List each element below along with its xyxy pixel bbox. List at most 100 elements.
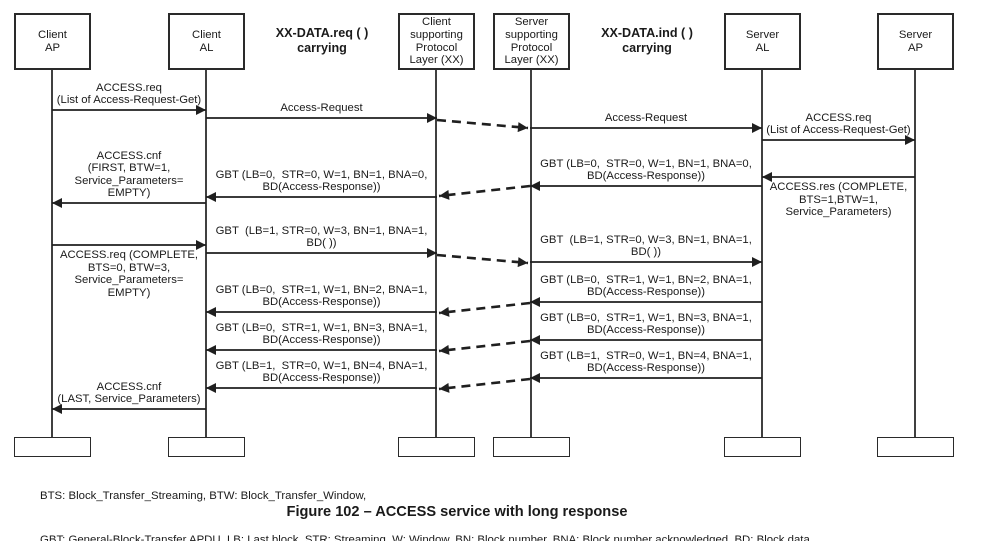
actor-label-line: AP — [44, 41, 61, 54]
message-label-line: (List of Access-Request-Get) — [56, 94, 202, 107]
message-label-line: BD( )) — [630, 246, 662, 259]
message-label: GBT (LB=1, STR=0, W=3, BN=1, BNA=1,BD( )… — [216, 225, 428, 250]
message-label: GBT (LB=1, STR=0, W=1, BN=4, BNA=1,BD(Ac… — [216, 360, 428, 385]
message-label-line: (LAST, Service_Parameters) — [57, 393, 201, 406]
anchor-server-ap — [877, 437, 954, 457]
anchor-server-supporting-protocol-layer — [493, 437, 570, 457]
message-label-line: BTS=1,BTW=1, — [798, 193, 879, 206]
message-label-line: (List of Access-Request-Get) — [766, 124, 911, 137]
message-label: ACCESS.cnf(FIRST, BTW=1,Service_Paramete… — [75, 150, 184, 200]
message-label: GBT (LB=0, STR=0, W=1, BN=1, BNA=0,BD(Ac… — [216, 169, 428, 194]
actor-label-line: Server — [898, 28, 933, 41]
actor-label-line: Server — [514, 15, 549, 28]
message-label-line: GBT (LB=1, STR=0, W=1, BN=4, BNA=1, — [215, 359, 428, 372]
message-label-line: BD(Access-Response)) — [586, 286, 706, 299]
anchor-client-ap — [14, 437, 91, 457]
message-label: ACCESS.res (COMPLETE,BTS=1,BTW=1,Service… — [770, 181, 907, 219]
message-label-line: GBT (LB=0, STR=1, W=1, BN=2, BNA=1, — [215, 283, 428, 296]
message-label-line: ACCESS.req (COMPLETE, — [59, 249, 199, 261]
actor-label-line: Client — [422, 15, 451, 28]
actor-label-line: Client — [38, 28, 67, 41]
message-label-line: Service_Parameters= — [74, 174, 184, 187]
actor-label-line: AP — [907, 41, 924, 54]
dashed-transfer-arrow — [438, 339, 531, 355]
anchor-server-al — [724, 437, 801, 457]
message-label-line: ACCESS.req — [96, 81, 162, 94]
message-label: GBT (LB=0, STR=1, W=1, BN=3, BNA=1,BD(Ac… — [540, 312, 752, 337]
message-label: GBT (LB=0, STR=0, W=1, BN=1, BNA=0,BD(Ac… — [540, 158, 752, 183]
message-label-line: BD(Access-Response)) — [262, 181, 381, 194]
message-label-line: GBT (LB=0, STR=0, W=1, BN=1, BNA=0, — [215, 168, 428, 181]
message-label-line: (FIRST, BTW=1, — [87, 162, 171, 175]
note-line-2: GBT: General-Block-Transfer APDU, LB: La… — [40, 533, 810, 541]
message-label: ACCESS.req(List of Access-Request-Get) — [57, 82, 201, 107]
message-label-line: ACCESS.res (COMPLETE, — [769, 181, 908, 193]
message-label: ACCESS.cnf(LAST, Service_Parameters) — [57, 381, 200, 406]
flow-header-line: carrying — [622, 41, 672, 55]
actor-label-line: Layer (XX) — [504, 54, 559, 67]
message-label-line: BD(Access-Response)) — [586, 324, 706, 337]
abbreviation-notes: BTS: Block_Transfer_Streaming, BTW: Bloc… — [40, 459, 810, 541]
message-label-line: EMPTY) — [107, 187, 151, 200]
dashed-transfer-arrow — [438, 184, 531, 200]
flow-header-xx-data-ind: XX-DATA.ind ( )carrying — [601, 26, 693, 56]
message-label-line: GBT (LB=1, STR=0, W=3, BN=1, BNA=1, — [215, 224, 428, 237]
message-label: GBT (LB=0, STR=1, W=1, BN=3, BNA=1,BD(Ac… — [216, 322, 428, 347]
message-label-line: BD(Access-Response)) — [586, 170, 706, 183]
message-label-line: BD(Access-Response)) — [262, 296, 381, 309]
message-label-line: Access-Request — [280, 102, 363, 115]
message-label: Access-Request — [605, 112, 687, 125]
dashed-transfer-arrow — [436, 118, 529, 133]
diagram-wires — [51, 68, 916, 439]
actor-label-line: Client — [192, 28, 221, 41]
flow-header-line: XX-DATA.req ( ) — [275, 26, 369, 40]
message-label-line: GBT (LB=1, STR=0, W=1, BN=4, BNA=1, — [540, 349, 752, 362]
message-label: GBT (LB=0, STR=1, W=1, BN=2, BNA=1,BD(Ac… — [216, 284, 428, 309]
actor-label-line: supporting — [505, 28, 558, 41]
actor-label-line: Server — [745, 28, 780, 41]
message-label-line: GBT (LB=0, STR=1, W=1, BN=3, BNA=1, — [215, 321, 428, 334]
message-label: ACCESS.req (COMPLETE,BTS=0, BTW=3,Servic… — [60, 249, 198, 299]
dashed-transfer-arrow — [438, 301, 531, 317]
dashed-transfer-arrow — [438, 377, 531, 393]
message-label: Access-Request — [280, 102, 362, 115]
note-line-1: BTS: Block_Transfer_Streaming, BTW: Bloc… — [40, 489, 367, 502]
message-label-line: BD(Access-Response)) — [586, 362, 706, 375]
actor-label-line: AL — [199, 41, 214, 54]
message-label-line: Service_Parameters= — [74, 274, 184, 287]
flow-header-line: carrying — [297, 41, 347, 55]
message-label-line: BTS=0, BTW=3, — [87, 261, 171, 274]
message-label-line: ACCESS.cnf — [96, 380, 162, 393]
message-label-line: BD(Access-Response)) — [262, 372, 381, 385]
anchor-client-supporting-protocol-layer — [398, 437, 475, 457]
message-label-line: GBT (LB=0, STR=1, W=1, BN=2, BNA=1, — [540, 273, 752, 286]
actor-label-line: supporting — [410, 28, 463, 41]
message-label-line: Service_Parameters) — [785, 206, 892, 219]
message-label: GBT (LB=1, STR=0, W=1, BN=4, BNA=1,BD(Ac… — [540, 350, 752, 375]
message-label-line: BD(Access-Response)) — [262, 334, 381, 347]
flow-header-xx-data-req: XX-DATA.req ( )carrying — [276, 26, 369, 56]
message-label-line: GBT (LB=1, STR=0, W=3, BN=1, BNA=1, — [540, 233, 752, 246]
dashed-transfer-arrow — [436, 253, 529, 268]
message-label-line: GBT (LB=0, STR=1, W=1, BN=3, BNA=1, — [540, 311, 752, 324]
message-label: GBT (LB=0, STR=1, W=1, BN=2, BNA=1,BD(Ac… — [540, 274, 752, 299]
message-label-line: Access-Request — [604, 112, 688, 125]
actor-label-line: AL — [755, 41, 770, 54]
actor-label-line: Protocol — [415, 41, 458, 54]
flow-header-line: XX-DATA.ind ( ) — [601, 26, 693, 40]
message-label-line: BD( )) — [306, 237, 337, 250]
actor-label-line: Layer (XX) — [409, 54, 464, 67]
message-label-line: ACCESS.req — [805, 111, 872, 124]
message-label-line: GBT (LB=0, STR=0, W=1, BN=1, BNA=0, — [540, 157, 752, 170]
message-label: GBT (LB=1, STR=0, W=3, BN=1, BNA=1,BD( )… — [540, 234, 752, 259]
anchor-client-al — [168, 437, 245, 457]
message-label: ACCESS.req(List of Access-Request-Get) — [766, 112, 910, 137]
message-label-line: ACCESS.cnf — [96, 149, 162, 162]
